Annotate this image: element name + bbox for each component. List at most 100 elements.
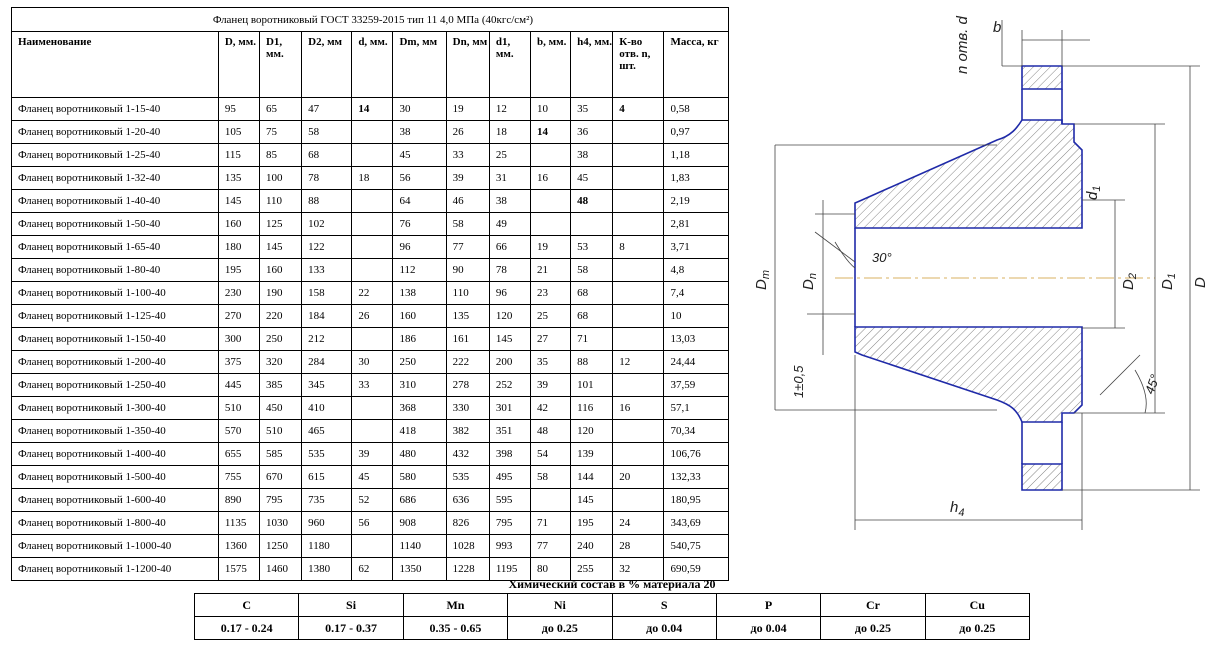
value-cell	[612, 212, 665, 236]
column-header: D2, мм	[301, 31, 353, 98]
column-header: D1, мм.	[258, 31, 303, 98]
value-cell	[529, 189, 572, 213]
value-cell: 450	[258, 396, 303, 420]
value-cell	[612, 258, 665, 282]
value-cell: 110	[445, 281, 490, 305]
value-cell: 78	[488, 258, 531, 282]
chem-value-cell: 0.17 - 0.37	[298, 616, 404, 640]
value-cell: 35	[570, 97, 614, 121]
value-cell: 26	[445, 120, 490, 144]
value-cell: 138	[392, 281, 447, 305]
value-cell: 0,97	[663, 120, 729, 144]
value-cell: 120	[488, 304, 531, 328]
value-cell: 1135	[217, 511, 260, 535]
value-cell: 125	[258, 212, 303, 236]
value-cell: 120	[570, 419, 614, 443]
value-cell: 993	[488, 534, 531, 558]
value-cell: 95	[217, 97, 260, 121]
value-cell: 10	[663, 304, 729, 328]
flange-outline	[854, 89, 1063, 464]
value-cell: 27	[529, 327, 572, 351]
label-n-otv-d: n отв. d	[954, 15, 971, 74]
value-cell: 115	[217, 143, 260, 167]
dimension-lines	[774, 20, 1200, 530]
value-cell: 180,95	[663, 488, 729, 512]
product-name-cell: Фланец воротниковый 1-40-40	[11, 189, 219, 213]
column-header: К-во отв. n, шт.	[612, 31, 665, 98]
value-cell: 300	[217, 327, 260, 351]
value-cell: 540,75	[663, 534, 729, 558]
value-cell: 32	[612, 557, 665, 581]
value-cell: 382	[445, 419, 490, 443]
value-cell: 465	[301, 419, 353, 443]
value-cell: 1195	[488, 557, 531, 581]
value-cell: 85	[258, 143, 303, 167]
label-h4: h4	[950, 499, 964, 519]
value-cell: 68	[570, 304, 614, 328]
column-header: Dm, мм	[392, 31, 447, 98]
value-cell: 186	[392, 327, 447, 351]
value-cell: 1228	[445, 557, 490, 581]
value-cell	[529, 488, 572, 512]
flange-dimensions-table: Фланец воротниковый ГОСТ 33259-2015 тип …	[11, 7, 729, 581]
value-cell: 310	[392, 373, 447, 397]
product-name-cell: Фланец воротниковый 1-15-40	[11, 97, 219, 121]
product-name-cell: Фланец воротниковый 1-1000-40	[11, 534, 219, 558]
value-cell: 42	[529, 396, 572, 420]
value-cell: 16	[612, 396, 665, 420]
value-cell: 58	[301, 120, 353, 144]
value-cell: 145	[488, 327, 531, 351]
value-cell: 270	[217, 304, 260, 328]
value-cell	[351, 327, 394, 351]
value-cell: 826	[445, 511, 490, 535]
value-cell: 180	[217, 235, 260, 259]
value-cell: 19	[445, 97, 490, 121]
value-cell: 1,18	[663, 143, 729, 167]
value-cell: 12	[488, 97, 531, 121]
value-cell: 580	[392, 465, 447, 489]
value-cell	[612, 373, 665, 397]
value-cell: 23	[529, 281, 572, 305]
value-cell	[351, 143, 394, 167]
value-cell: 755	[217, 465, 260, 489]
value-cell: 145	[258, 235, 303, 259]
value-cell: 26	[351, 304, 394, 328]
value-cell: 432	[445, 442, 490, 466]
value-cell: 250	[392, 350, 447, 374]
value-cell: 1,83	[663, 166, 729, 190]
product-name-cell: Фланец воротниковый 1-350-40	[11, 419, 219, 443]
value-cell: 735	[301, 488, 353, 512]
product-name-cell: Фланец воротниковый 1-600-40	[11, 488, 219, 512]
value-cell: 960	[301, 511, 353, 535]
value-cell: 690,59	[663, 557, 729, 581]
value-cell: 77	[445, 235, 490, 259]
value-cell: 240	[570, 534, 614, 558]
value-cell: 38	[488, 189, 531, 213]
value-cell	[351, 396, 394, 420]
value-cell: 160	[217, 212, 260, 236]
chem-value-cell: до 0.25	[924, 616, 1031, 640]
value-cell: 385	[258, 373, 303, 397]
value-cell: 58	[529, 465, 572, 489]
value-cell: 100	[258, 166, 303, 190]
chem-element-cell: P	[715, 593, 822, 617]
product-name-cell: Фланец воротниковый 1-200-40	[11, 350, 219, 374]
value-cell: 135	[217, 166, 260, 190]
value-cell: 144	[570, 465, 614, 489]
chem-value-cell: до 0.25	[507, 616, 613, 640]
value-cell: 230	[217, 281, 260, 305]
value-cell: 12	[612, 350, 665, 374]
value-cell: 75	[258, 120, 303, 144]
chem-element-cell: C	[193, 593, 300, 617]
product-name-cell: Фланец воротниковый 1-400-40	[11, 442, 219, 466]
